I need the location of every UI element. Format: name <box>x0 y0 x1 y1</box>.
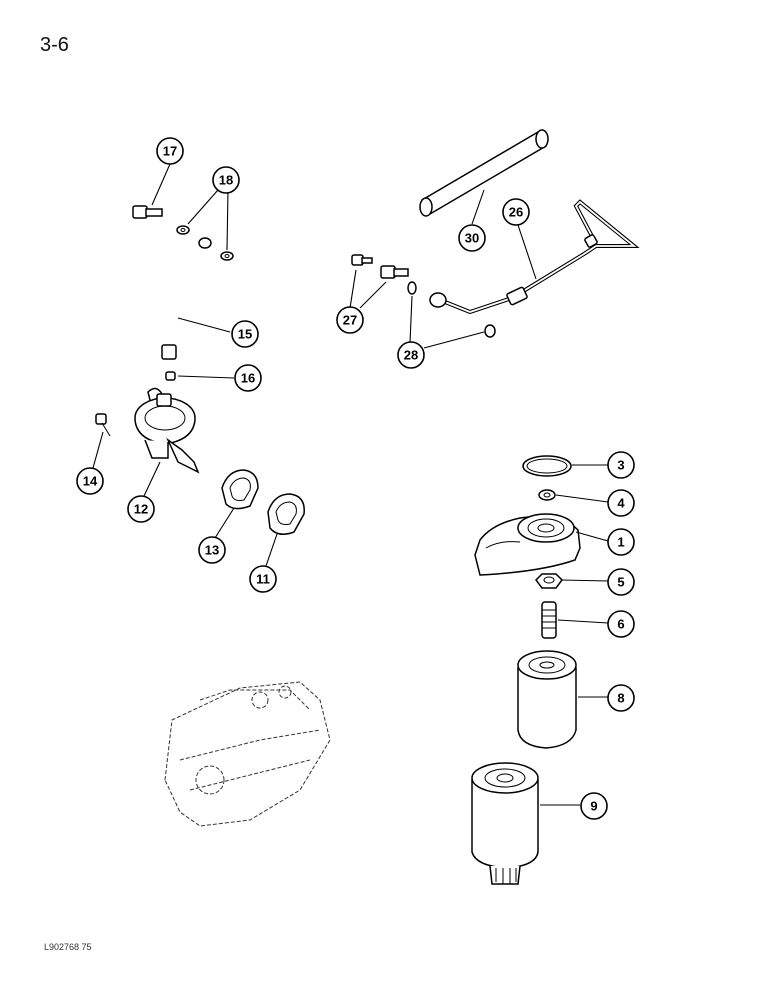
filter-part-8 <box>517 650 577 749</box>
callout-9: 9 <box>580 792 608 820</box>
callout-8: 8 <box>607 684 635 712</box>
page-number: 3-6 <box>40 34 69 56</box>
callout-11: 11 <box>249 565 277 593</box>
callout-16: 16 <box>234 364 262 392</box>
callout-30: 30 <box>458 224 486 252</box>
callout-12: 12 <box>127 495 155 523</box>
callout-15: 15 <box>231 320 259 348</box>
pipe-part-26 <box>429 199 640 315</box>
callout-4-label: 4 <box>617 496 625 511</box>
callout-16-label: 16 <box>241 371 255 386</box>
callout-4: 4 <box>607 489 635 517</box>
callout-18-label: 18 <box>219 173 233 188</box>
callout-15-label: 15 <box>238 327 252 342</box>
callout-14-label: 14 <box>83 474 98 489</box>
stud-part-6 <box>541 601 557 639</box>
callout-18: 18 <box>212 166 240 194</box>
bolt-part-14 <box>95 413 111 437</box>
washer-part-18b <box>220 251 234 261</box>
callout-26: 26 <box>502 198 530 226</box>
washer-part-4 <box>538 489 556 501</box>
washer-part-28b <box>484 324 496 338</box>
lift-pump-part-12 <box>134 387 200 474</box>
callout-28: 28 <box>397 341 425 369</box>
callout-27-label: 27 <box>343 313 357 328</box>
callout-5: 5 <box>607 568 635 596</box>
callout-13-label: 13 <box>205 543 219 558</box>
callout-11-label: 11 <box>256 572 270 587</box>
insulator-part-11 <box>267 493 305 535</box>
filter-part-9 <box>471 762 539 885</box>
callout-13: 13 <box>198 536 226 564</box>
callout-3-label: 3 <box>617 458 624 473</box>
gasket-part-13 <box>221 469 259 510</box>
callout-30-label: 30 <box>465 231 479 246</box>
washer-part-18a <box>176 225 190 235</box>
bolt-part-17 <box>132 205 163 219</box>
callout-6-label: 6 <box>617 617 624 632</box>
callout-26-label: 26 <box>509 205 523 220</box>
callout-12-label: 12 <box>134 502 148 517</box>
callout-8-label: 8 <box>617 691 624 706</box>
callout-1-label: 1 <box>617 535 624 550</box>
callout-5-label: 5 <box>617 575 624 590</box>
injection-pump-ghost <box>164 681 331 827</box>
callout-1: 1 <box>607 528 635 556</box>
seal-part-3 <box>522 455 572 477</box>
callout-17: 17 <box>156 137 184 165</box>
callout-28-label: 28 <box>404 348 418 363</box>
callout-17-label: 17 <box>163 144 177 159</box>
callout-6: 6 <box>607 610 635 638</box>
callout-9-label: 9 <box>590 799 597 814</box>
nut-part-5 <box>535 573 563 589</box>
callout-3: 3 <box>607 451 635 479</box>
hose-part-30 <box>419 129 549 217</box>
filter-head-part-1 <box>474 513 581 576</box>
leader-lines <box>92 163 609 806</box>
olive-part-16 <box>165 371 176 381</box>
callout-14: 14 <box>76 467 104 495</box>
callout-27: 27 <box>336 306 364 334</box>
washer-part-28a <box>407 281 417 295</box>
bolt-part-27b <box>380 265 409 279</box>
figure-code: L902768 75 <box>44 942 92 952</box>
fuel-pipe-part-15 <box>160 237 212 360</box>
bolt-part-27a <box>351 254 373 266</box>
